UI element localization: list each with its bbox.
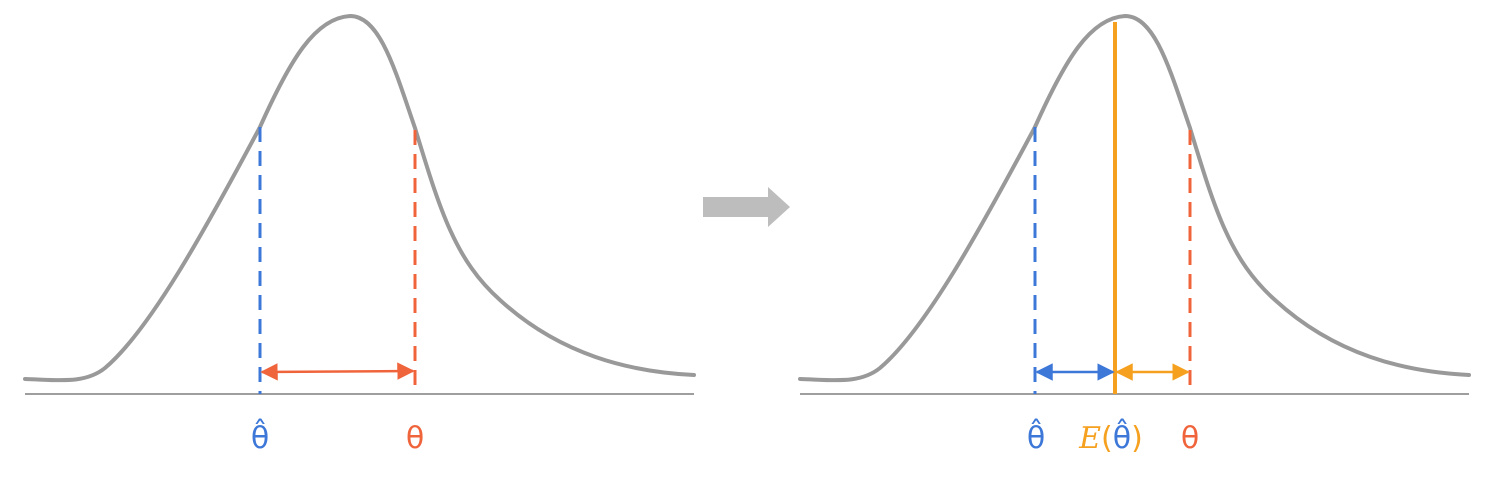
left-estimate-label: θ̂ [251, 418, 269, 456]
right-arrow-icon [703, 187, 790, 227]
expectation-label: E(θ̂) [1078, 418, 1143, 456]
expectation-open-paren: ( [1101, 421, 1113, 456]
expectation-inner-estimate: θ̂ [1113, 418, 1131, 456]
right-truth-label: θ [1181, 421, 1199, 456]
left-panel: θ̂ θ [23, 13, 696, 456]
left-truth-label: θ [406, 421, 424, 456]
right-distribution-curve [798, 13, 1471, 383]
right-estimate-label: θ̂ [1027, 418, 1045, 456]
expectation-close-paren: ) [1131, 421, 1143, 456]
left-bias-arrow [260, 362, 415, 381]
expectation-operator: E [1078, 421, 1101, 456]
right-panel: θ̂ E(θ̂) θ [798, 13, 1471, 456]
left-distribution-curve [23, 13, 696, 383]
